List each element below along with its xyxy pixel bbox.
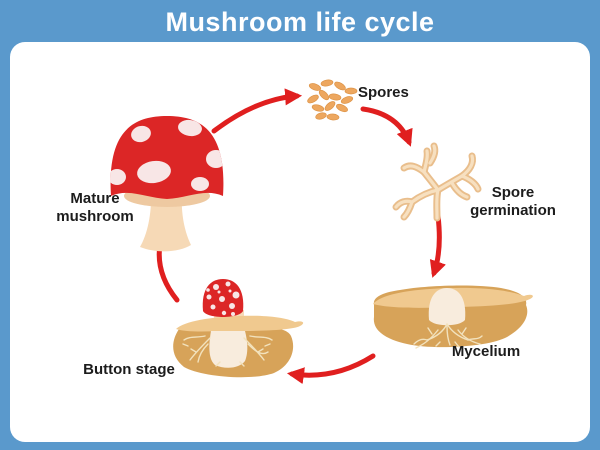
button-cap-spots	[206, 281, 240, 316]
arrow-germination-to-mycelium	[429, 213, 446, 278]
mature-mushroom-illustration	[110, 116, 224, 252]
mycelium-threads	[413, 323, 483, 349]
mycelium-label: Mycelium	[451, 343, 521, 360]
arrow-mycelium-to-button	[286, 353, 376, 385]
button-stage-label: Button stage	[83, 361, 175, 378]
arrow-spores-to-germination	[360, 106, 413, 147]
button-stage-illustration	[173, 279, 304, 378]
button-soil-threads	[182, 335, 273, 367]
mycelium-illustration	[373, 285, 533, 349]
spore-germination-illustration	[392, 142, 482, 222]
page-title: Mushroom life cycle	[165, 6, 435, 37]
spore-germination-label: Spore germination	[470, 184, 556, 220]
arrow-mature-to-spores	[211, 88, 303, 134]
spores-illustration	[307, 79, 358, 121]
spores-label: Spores	[358, 84, 409, 101]
mature-mushroom-label: Mature mushroom	[56, 190, 134, 226]
